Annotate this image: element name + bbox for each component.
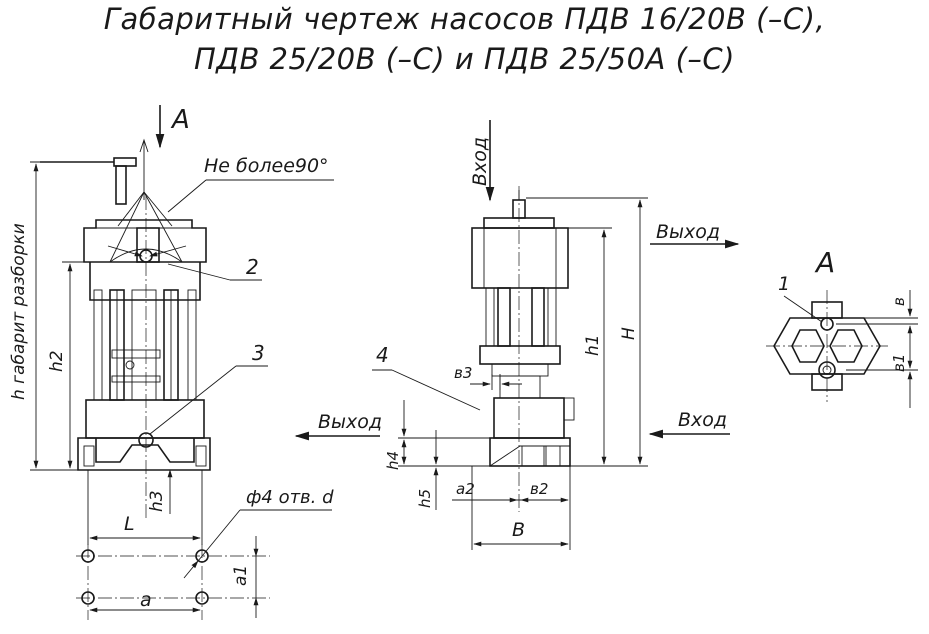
base-plate <box>77 437 211 471</box>
side-view: Вход Выход Выход Вход <box>294 120 740 550</box>
front-view: А Не более90° 2 <box>9 105 334 620</box>
callout-2: 2 <box>246 255 259 279</box>
dim-h2-label: h2 <box>47 350 67 372</box>
dim-h1-label: h1 <box>583 334 603 356</box>
side-yoke <box>479 345 561 365</box>
middle-frame <box>89 262 201 301</box>
dim-h3-label: h3 <box>147 490 167 512</box>
dim-h4-label: h4 <box>384 451 402 470</box>
dim-L-label: L <box>124 513 135 535</box>
side-base <box>489 437 571 467</box>
view-a-right-hex <box>829 329 863 363</box>
dim-b3-label: в3 <box>454 364 472 382</box>
dim-a2-label: a2 <box>456 480 475 498</box>
handle-top <box>113 157 137 167</box>
dim-b1-label: в1 <box>890 354 908 372</box>
dim-B-label: B <box>512 519 525 541</box>
dim-a-label: a <box>140 589 152 611</box>
side-lower-body <box>493 397 565 439</box>
outlet-left-label: Выход <box>318 411 382 433</box>
drawing-title-line-1: Габаритный чертеж насосов ПДВ 16/20В (–С… <box>103 2 826 36</box>
drawing-title-line-2: ПДВ 25/20В (–С) и ПДВ 25/50А (–С) <box>193 42 735 76</box>
holes-note: ф4 отв. d <box>246 487 334 508</box>
dim-b2-label: в2 <box>530 480 548 498</box>
dim-h-label: h габарит разборки <box>9 223 29 400</box>
outlet-top-label: Выход <box>656 221 720 243</box>
dim-a1-label: a1 <box>231 565 251 586</box>
view-a-label: А <box>814 246 835 279</box>
angle-note: Не более90° <box>204 155 329 177</box>
callout-3: 3 <box>252 341 265 365</box>
dim-b-label: в <box>890 297 908 306</box>
upper-body <box>83 219 207 263</box>
inlet-top-label: Вход <box>469 137 491 186</box>
side-upper-body <box>471 227 569 289</box>
inlet-right-label: Вход <box>678 409 727 431</box>
callout-4: 4 <box>376 343 389 367</box>
callout-1: 1 <box>778 273 790 295</box>
view-a: А 1 в в1 <box>766 246 918 408</box>
handle-stem <box>115 165 127 205</box>
view-a-arrow-label: А <box>170 105 190 135</box>
dim-H-label: H <box>619 327 639 340</box>
dim-h5-label: h5 <box>416 489 434 508</box>
